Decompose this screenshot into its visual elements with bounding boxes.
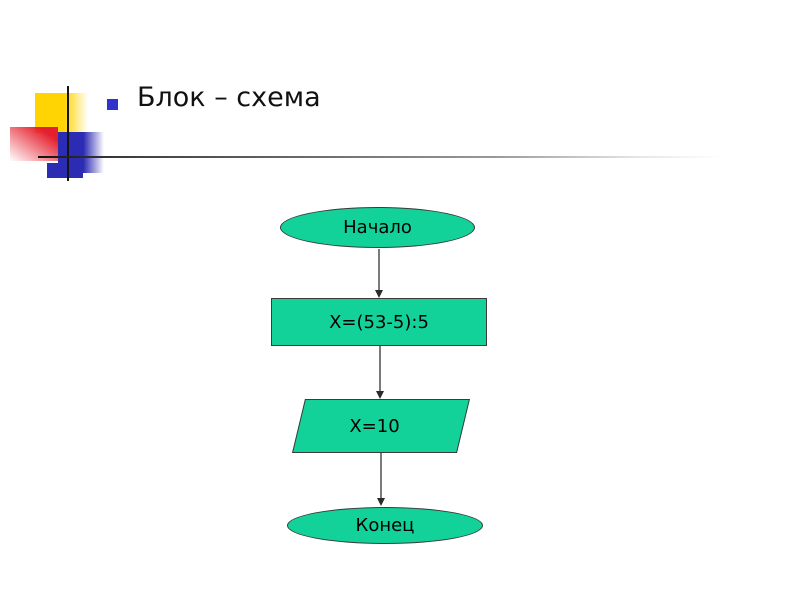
decor-yellow-square — [35, 93, 88, 133]
flowchart-node-process-label: Х=(53-5):5 — [329, 311, 429, 333]
flowchart-node-start: Начало — [280, 207, 475, 248]
flow-arrow-process-to-output — [379, 346, 381, 392]
arrow-down-icon — [374, 290, 383, 298]
arrow-down-icon — [376, 498, 385, 506]
title-bullet-square-icon — [107, 99, 118, 110]
flowchart-node-end-label: Конец — [355, 515, 415, 536]
flowchart-node-start-label: Начало — [343, 217, 412, 238]
flow-arrow-output-to-end — [380, 453, 382, 499]
arrow-down-icon — [375, 391, 384, 399]
flow-arrow-start-to-process — [378, 249, 380, 291]
slide-title: Блок – схема — [137, 82, 321, 113]
flowchart-node-end: Конец — [287, 507, 483, 544]
flowchart-node-output-label: Х=10 — [349, 415, 400, 437]
title-divider-line — [38, 156, 745, 158]
decor-red-square — [10, 127, 58, 161]
decor-vertical-line — [67, 86, 69, 181]
flowchart-node-process: Х=(53-5):5 — [271, 298, 487, 346]
decor-blue-square-small — [47, 163, 83, 178]
